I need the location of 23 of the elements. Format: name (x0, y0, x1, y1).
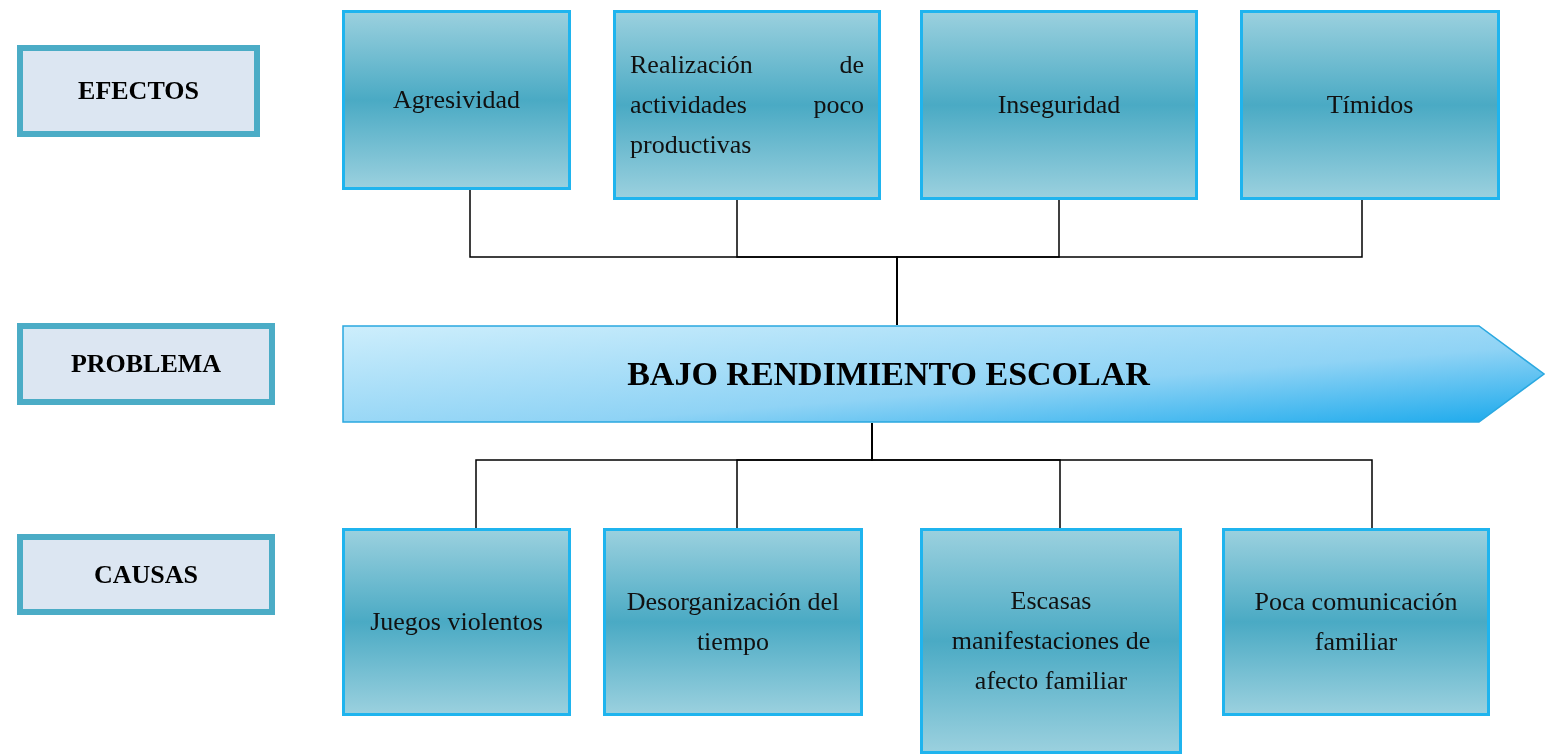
box-text: Tímidos (1326, 89, 1414, 121)
text-box (1240, 10, 1500, 200)
row-label: CAUSAS (94, 559, 198, 590)
row-label: PROBLEMA (70, 349, 222, 379)
box-text: Juegos violentos (370, 606, 543, 638)
box-text: Poca comunicación familiar (1253, 586, 1459, 658)
problem-title: BAJO RENDIMIENTO ESCOLAR (627, 355, 1150, 393)
text-box (920, 528, 1182, 754)
category-box (17, 534, 275, 615)
row-label: EFECTOS (78, 76, 199, 106)
text-box (920, 10, 1198, 200)
text-box (613, 10, 881, 200)
text-box (603, 528, 863, 716)
category-box (17, 45, 260, 137)
text-box (342, 10, 571, 190)
box-text: Desorganización del tiempo (625, 586, 841, 658)
box-text: Agresividad (392, 84, 521, 116)
text-box (1222, 528, 1490, 716)
box-text: Inseguridad (997, 89, 1121, 121)
box-text: Realización de actividades poco productivas (630, 49, 864, 161)
box-text: Escasas manifestaciones de afecto familiar (950, 585, 1152, 697)
category-box (17, 323, 275, 405)
text-box (342, 528, 571, 716)
